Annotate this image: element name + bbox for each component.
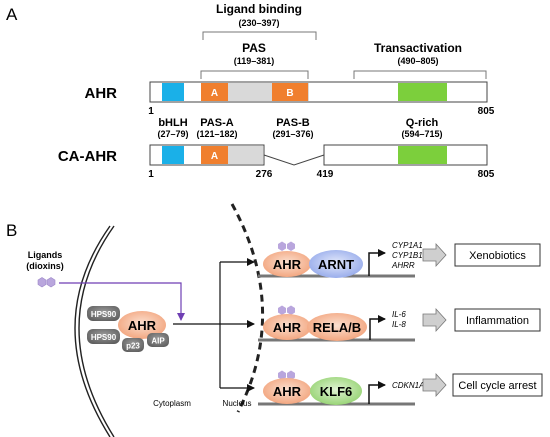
ahr-end-label: 805: [478, 106, 495, 117]
pas-a-range: (121–182): [196, 129, 237, 139]
pas-bracket: [200, 70, 309, 79]
ahr-bar-label: AHR: [85, 85, 118, 102]
hsp90-bottom-label: HPS90: [91, 333, 117, 342]
q-rich-range: (594–715): [401, 129, 442, 139]
pas-range: (119–381): [234, 56, 275, 66]
arnt-row: AHR ARNT CYP1A1 CYP1B1 AHRR Xenobiotics: [258, 241, 541, 278]
ca-ahr-bar-label: CA-AHR: [58, 148, 117, 165]
rela-row: AHR RELA/B IL-6 IL-8 Inflammation: [258, 305, 541, 342]
ligand-binding-bracket: [202, 31, 317, 40]
ahr-cytoplasm-oval: [118, 311, 166, 339]
pas-title: PAS: [242, 41, 266, 55]
ligand-icon: [37, 277, 56, 288]
bhlh-range: (27–79): [157, 129, 188, 139]
klf6-oval: [310, 377, 362, 405]
ahr-hsp90-complex: HPS90 HPS90 AHR p23 AIP: [87, 306, 169, 352]
p23-label: p23: [126, 342, 140, 351]
rela-oval: [307, 313, 367, 341]
arnt-oval: [309, 250, 363, 278]
nucleus-label: Nucleus: [223, 399, 252, 408]
ca-ahr-bhlh-domain: [162, 146, 184, 164]
pas-b-title: PAS-B: [276, 117, 309, 129]
outcome-cell-cycle-arrest: Cell cycle arrest: [458, 380, 536, 392]
ca-ahr-end-label: 805: [478, 169, 495, 180]
klf6-row: AHR KLF6 CDKN1A Cell cycle arrest: [258, 370, 543, 406]
ahr-q-rich-domain: [398, 83, 447, 101]
hsp90-top-label: HPS90: [91, 310, 117, 319]
ca-ahr-start-label: 1: [148, 169, 154, 180]
pas-a-title: PAS-A: [200, 117, 233, 129]
ahr-cytoplasm-label: AHR: [128, 318, 157, 333]
outcome-arrow-cell-cycle: [422, 372, 447, 398]
ca-ahr-deletion-line: [263, 154, 325, 166]
ca-ahr-q-rich-domain: [398, 146, 447, 164]
ligand-icon: [278, 370, 295, 380]
outcome-box-xenobiotics: [454, 243, 541, 267]
gene-cyp1a1: CYP1A1: [392, 241, 423, 250]
ca-ahr-gap-start-label: 276: [256, 169, 273, 180]
ahr-domain-b-label: B: [286, 88, 293, 99]
ahr-bhlh-domain: [162, 83, 184, 101]
gene-il8: IL-8: [392, 320, 406, 329]
ligand-binding-range: (230–397): [238, 18, 279, 28]
outcome-box-cell-cycle: [452, 373, 543, 397]
nuclear-envelope: [230, 203, 264, 413]
ca-ahr-gap-end-label: 419: [317, 169, 334, 180]
outcome-box-inflammation: [454, 308, 541, 332]
panel-a-label: A: [6, 5, 18, 24]
ahr-klf6-label: AHR: [273, 384, 302, 399]
gene-ahrr: AHRR: [391, 261, 415, 270]
ca-ahr-pas-a-domain: [201, 146, 228, 164]
ahr-rela-oval: [263, 314, 311, 340]
ligands-label-line2: (dioxins): [26, 261, 64, 271]
aip-label: AIP: [151, 337, 165, 346]
aip-chip: [147, 333, 169, 347]
ligand-icon: [278, 241, 295, 251]
ligand-binding-title: Ligand binding: [216, 2, 302, 16]
transcription-arrow-arnt: [368, 249, 386, 276]
ahr-pas-b-domain: [272, 83, 308, 101]
transactivation-bracket: [353, 70, 487, 79]
q-rich-title: Q-rich: [406, 117, 439, 129]
ca-ahr-domain-a-label: A: [211, 151, 218, 162]
klf6-label: KLF6: [320, 384, 353, 399]
rela-label: RELA/B: [313, 320, 361, 335]
ligand-entry-arrow: [59, 282, 185, 321]
ahr-domain-a-label: A: [211, 88, 218, 99]
transcription-arrow-rela: [369, 315, 386, 340]
pas-b-range: (291–376): [272, 129, 313, 139]
panel-b-label: B: [6, 221, 17, 240]
cytoplasm-label: Cytoplasm: [153, 399, 191, 408]
ligand-icon: [278, 305, 295, 315]
outcome-arrow-inflammation: [422, 307, 447, 333]
transcription-arrow-klf6: [368, 381, 386, 404]
transactivation-title: Transactivation: [374, 41, 462, 55]
p23-chip: [122, 338, 144, 352]
gene-cdkn1a: CDKN1A: [392, 381, 424, 390]
ahr-rela-label: AHR: [273, 320, 302, 335]
cell-membrane-outer: [74, 225, 111, 437]
hsp90-top-chip: [87, 306, 120, 321]
outcome-xenobiotics: Xenobiotics: [469, 250, 526, 262]
ahr-pas-a-domain: [201, 83, 228, 101]
arnt-label: ARNT: [318, 257, 354, 272]
cell-membrane-inner: [78, 225, 115, 437]
ahr-arnt-oval: [263, 251, 311, 277]
outcome-inflammation: Inflammation: [466, 315, 529, 327]
bhlh-title: bHLH: [158, 117, 187, 129]
hsp90-bottom-chip: [87, 329, 120, 344]
ahr-arnt-label: AHR: [273, 257, 302, 272]
ahr-start-label: 1: [148, 106, 154, 117]
gene-il6: IL-6: [392, 310, 406, 319]
transactivation-range: (490–805): [397, 56, 438, 66]
ligands-label-line1: Ligands: [28, 250, 63, 260]
gene-cyp1b1: CYP1B1: [392, 251, 423, 260]
outcome-arrow-xenobiotics: [422, 242, 447, 268]
ahr-klf6-oval: [263, 378, 311, 404]
